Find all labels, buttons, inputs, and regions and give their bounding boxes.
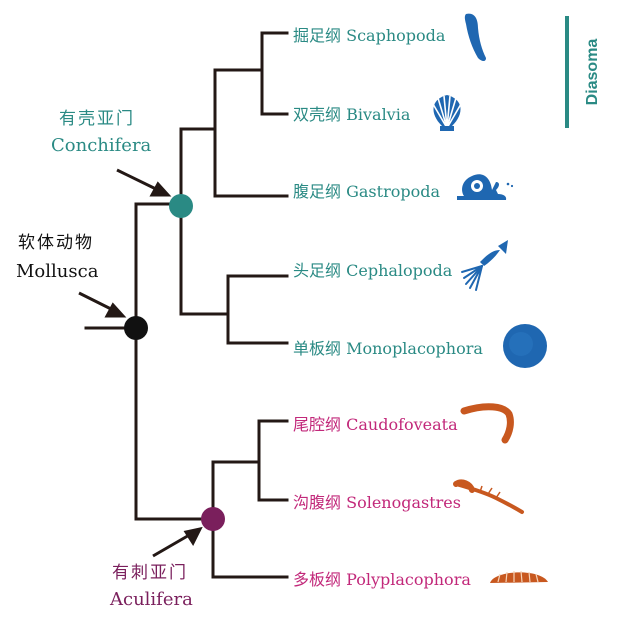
mollusca-node xyxy=(124,316,148,340)
snail-icon xyxy=(457,174,514,200)
limpet-icon xyxy=(503,324,547,368)
squid-icon xyxy=(461,240,508,291)
taxon-label-monoplacophora: 单板纲 Monoplacophora xyxy=(293,339,483,358)
tree-branches xyxy=(84,31,289,579)
arrow-mollusca xyxy=(78,291,114,312)
chiton-icon xyxy=(490,570,548,583)
conchifera-latin-label: Conchifera xyxy=(51,135,152,156)
taxon-label-cephalopoda: 头足纲 Cephalopoda xyxy=(293,261,453,280)
tusk-shell-icon xyxy=(464,13,486,61)
conchifera-node xyxy=(169,194,193,218)
taxon-label-scaphopoda: 掘足纲 Scaphopoda xyxy=(293,26,446,45)
taxon-label-caudofoveata: 尾腔纲 Caudofoveata xyxy=(293,415,458,434)
diasoma-label: Diasoma xyxy=(584,39,601,106)
clade-labels: 有壳亚门 Conchifera 软体动物 Mollusca 有刺亚门 Aculi… xyxy=(16,109,193,610)
taxon-labels: 掘足纲 Scaphopoda 双壳纲 Bivalvia 腹足纲 Gastropo… xyxy=(293,26,483,589)
diasoma-bracket: Diasoma xyxy=(565,16,601,128)
mollusca-zh-label: 软体动物 xyxy=(18,233,94,253)
clam-shell-icon xyxy=(432,95,462,131)
taxon-label-solenogastres: 沟腹纲 Solenogastres xyxy=(293,493,461,512)
mollusca-latin-label: Mollusca xyxy=(16,261,99,282)
solenogaster-icon xyxy=(453,479,524,514)
conchifera-zh-label: 有壳亚门 xyxy=(59,109,135,129)
arrow-conchifera xyxy=(116,168,159,192)
arrow-aculifera xyxy=(152,532,192,558)
taxon-label-gastropoda: 腹足纲 Gastropoda xyxy=(293,182,440,201)
aculifera-zh-label: 有刺亚门 xyxy=(112,563,188,583)
taxon-label-bivalvia: 双壳纲 Bivalvia xyxy=(293,105,411,124)
pointer-arrows xyxy=(78,168,203,558)
aculifera-node xyxy=(201,507,225,531)
taxon-label-polyplacophora: 多板纲 Polyplacophora xyxy=(293,570,471,589)
aculifera-latin-label: Aculifera xyxy=(109,589,193,610)
worm-icon xyxy=(460,403,514,444)
